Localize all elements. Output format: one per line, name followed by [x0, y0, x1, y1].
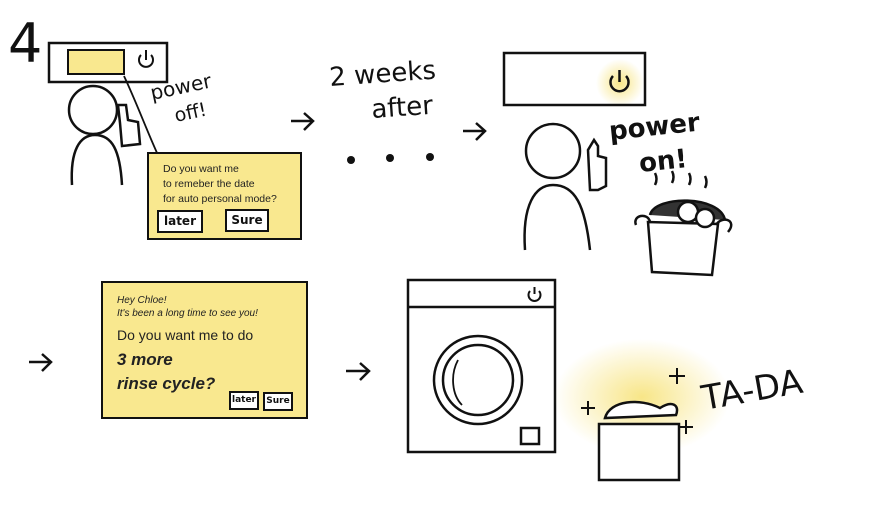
step-number: 4 [8, 12, 42, 75]
later-button[interactable]: later [229, 391, 259, 410]
power-off-annotation-2: off! [172, 99, 208, 127]
power-on-annotation-1: power [608, 108, 702, 147]
arrow-icon [346, 362, 371, 381]
power-icon [609, 70, 630, 93]
power-icon [138, 50, 154, 68]
rinse-cycle-dialog: Hey Chloe! It's been a long time to see … [101, 281, 308, 419]
greeting-line1: Hey Chloe! [117, 295, 167, 306]
person-figure-2 [523, 122, 608, 251]
panel2-control-panel [502, 51, 647, 107]
dialog-text-line2: to remeber the date [163, 178, 255, 190]
laundry-basket-icon [634, 170, 733, 277]
panel1-control-panel [47, 41, 169, 84]
remember-date-dialog: Do you want me to remeber the date for a… [147, 152, 302, 240]
emphasis-line2: rinse cycle? [117, 374, 216, 393]
weeks-after-line1: 2 weeks [328, 56, 437, 93]
clean-laundry-glow [554, 339, 730, 482]
arrow-icon [29, 353, 53, 372]
power-on-annotation-2: on! [638, 144, 689, 179]
ellipsis-dots [347, 153, 434, 164]
arrow-icon [291, 112, 315, 131]
question-line: Do you want me to do [117, 327, 254, 343]
later-button[interactable]: later [157, 210, 203, 233]
arrow-icon [463, 122, 487, 141]
greeting-line2: It's been a long time to see you! [117, 308, 258, 319]
sure-button[interactable]: Sure [225, 209, 269, 232]
weeks-after-line2: after [370, 91, 434, 125]
washing-machine-icon [406, 278, 557, 454]
person-figure-1 [67, 84, 142, 186]
sure-button[interactable]: Sure [263, 392, 293, 411]
dialog-text-line3: for auto personal mode? [163, 193, 277, 205]
emphasis-line1: 3 more [117, 350, 173, 369]
dialog-text-line1: Do you want me [163, 163, 239, 175]
